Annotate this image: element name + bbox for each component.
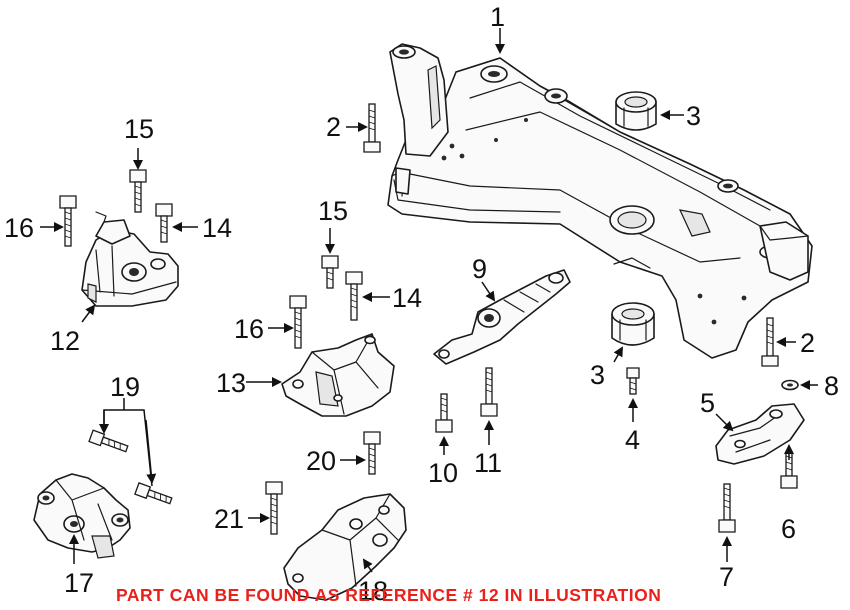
callout-14-center: 14 xyxy=(392,283,422,313)
bolt-part-15-left xyxy=(129,169,147,213)
callout-18: 18 xyxy=(358,576,388,606)
callout-16-center: 16 xyxy=(234,314,264,344)
bolt-part-10 xyxy=(435,393,453,433)
callout-3-upper: 3 xyxy=(686,101,701,131)
bolt-part-16-left xyxy=(59,195,77,247)
callout-3-lower: 3 xyxy=(590,360,605,390)
engine-mount-part-12 xyxy=(81,211,179,307)
callout-1: 1 xyxy=(490,2,505,32)
bolt-part-16-center xyxy=(289,295,307,349)
callout-2-lower: 2 xyxy=(800,328,815,358)
bolt-part-11 xyxy=(480,367,498,417)
callout-9: 9 xyxy=(472,254,487,284)
bolt-part-21 xyxy=(265,481,283,535)
transmission-mount-part-17 xyxy=(33,473,131,559)
bolt-part-19-lower xyxy=(134,482,173,505)
callout-4: 4 xyxy=(625,425,640,455)
callout-labels: 1 2 3 2 3 4 5 6 7 8 9 10 11 12 13 14 15 … xyxy=(4,2,839,606)
reference-note: PART CAN BE FOUND AS REFERENCE # 12 IN I… xyxy=(116,585,662,605)
transmission-bracket-part-13 xyxy=(281,333,395,417)
callout-19: 19 xyxy=(110,372,140,402)
bolt-part-15-center xyxy=(321,255,339,289)
callout-2-upper: 2 xyxy=(326,112,341,142)
subframe-part-1 xyxy=(387,43,813,359)
torque-rod-part-9 xyxy=(433,269,571,365)
callout-21: 21 xyxy=(214,504,244,534)
bolt-part-2-lower xyxy=(761,317,779,367)
bolt-part-20 xyxy=(363,431,381,475)
bolt-part-7 xyxy=(718,483,736,533)
callout-7: 7 xyxy=(719,562,734,592)
callout-5: 5 xyxy=(700,388,715,418)
washer-part-8 xyxy=(781,379,799,391)
bolt-part-14-center xyxy=(345,271,363,321)
bolt-part-2-upper xyxy=(363,103,381,153)
callout-14-left: 14 xyxy=(202,213,232,243)
callout-11: 11 xyxy=(474,448,502,478)
callout-8: 8 xyxy=(824,371,839,401)
callout-17: 17 xyxy=(64,568,94,598)
bushing-part-3-upper xyxy=(615,91,657,131)
bolt-part-19-upper xyxy=(88,429,129,453)
lower-bracket-part-18 xyxy=(283,493,407,601)
callout-15-center: 15 xyxy=(318,196,348,226)
callout-6: 6 xyxy=(781,514,796,544)
callout-13: 13 xyxy=(216,368,246,398)
bolt-part-4 xyxy=(626,367,640,395)
bushing-part-3-lower xyxy=(611,302,655,346)
bolt-part-14-left xyxy=(155,203,173,243)
callout-15-left: 15 xyxy=(124,114,154,144)
callout-10: 10 xyxy=(428,458,458,488)
callout-16-left: 16 xyxy=(4,213,34,243)
leader-lines xyxy=(40,28,818,573)
bracket-part-5 xyxy=(715,403,805,465)
callout-20: 20 xyxy=(306,446,336,476)
callout-12: 12 xyxy=(50,326,80,356)
